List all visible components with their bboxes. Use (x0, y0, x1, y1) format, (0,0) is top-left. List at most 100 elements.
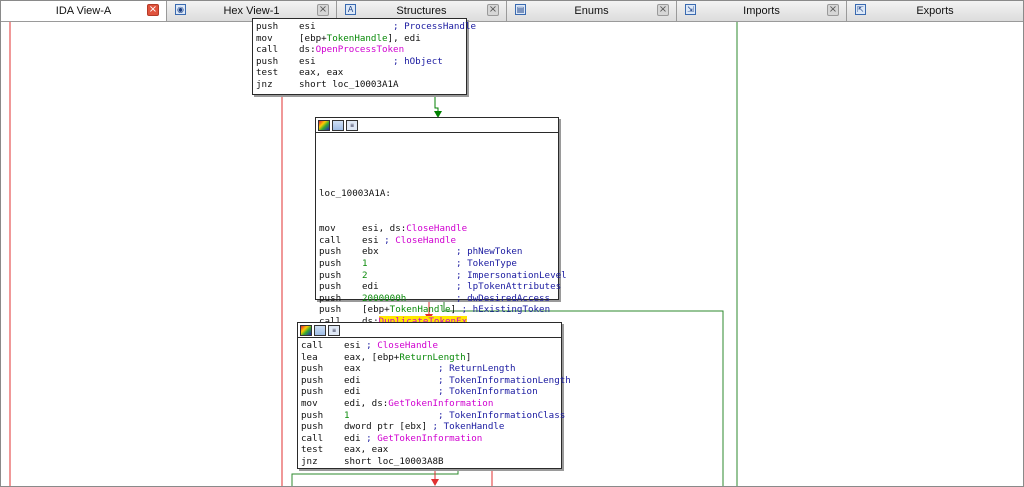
tab-label: Imports (743, 5, 780, 17)
tab-exports[interactable]: ⇱ Exports (847, 1, 1023, 21)
mnemonic: mov (256, 32, 273, 44)
operand: edi (344, 374, 439, 386)
mnemonic: call (301, 432, 324, 444)
api-name[interactable]: OpenProcessToken (315, 44, 405, 56)
close-icon[interactable]: × (657, 4, 669, 16)
operand: esi (299, 21, 394, 32)
api-name[interactable]: DuplicateTokenEx (378, 315, 468, 327)
mnemonic: push (319, 257, 342, 269)
comment: ; (366, 340, 378, 351)
operand: esi, ds: (362, 223, 407, 235)
asm-line[interactable]: push[ebp+TokenHandle] ; hExistingToken (319, 304, 555, 316)
mnemonic: call (256, 44, 279, 56)
close-icon[interactable]: × (147, 4, 159, 16)
mnemonic: push (301, 409, 324, 421)
operand: ] (465, 351, 472, 363)
operand: eax, eax (299, 67, 344, 79)
operand[interactable]: TokenHandle (326, 32, 388, 44)
tab-ida-view-a[interactable]: IDA View-A × (1, 1, 167, 21)
operand: 1 (362, 257, 457, 269)
close-icon[interactable]: × (487, 4, 499, 16)
block-label[interactable]: loc_10003A1A: (319, 188, 391, 200)
mnemonic: call (301, 340, 324, 351)
asm-line[interactable]: mov[ebp+TokenHandle], edi (256, 33, 463, 45)
comment: ; hExistingToken (461, 304, 551, 316)
mnemonic: test (301, 444, 324, 456)
tab-hex-view-1[interactable]: ◉ Hex View-1 × (167, 1, 337, 21)
operand: dword ptr [ebx] (344, 421, 433, 433)
operand: esi (299, 55, 394, 67)
api-name[interactable]: GetTokenInformation (388, 397, 494, 409)
graph-view-icon[interactable] (314, 324, 326, 336)
close-icon[interactable]: × (317, 4, 329, 16)
asm-line[interactable]: push dword ptr [ebx] ; TokenHandle (301, 421, 558, 433)
operand: ds: (362, 316, 379, 327)
tab-label: Hex View-1 (223, 5, 280, 17)
api-name[interactable]: GetTokenInformation (377, 432, 483, 444)
operand: short loc_10003A8B (344, 455, 444, 467)
mnemonic: call (319, 234, 342, 246)
text-view-icon[interactable]: ≡ (328, 324, 340, 336)
graph-view-icon[interactable] (332, 119, 344, 131)
operand[interactable]: ReturnLength (399, 351, 466, 363)
comment: ; TokenHandle (432, 421, 505, 433)
mnemonic: push (256, 55, 279, 67)
tab-structures[interactable]: A Structures × (337, 1, 507, 21)
mnemonic: lea (301, 351, 318, 363)
comment: ; dwDesiredAccess (456, 292, 551, 304)
comment: ; phNewToken (456, 246, 523, 258)
node-color-icon[interactable] (318, 119, 330, 131)
exports-icon: ⇱ (855, 4, 866, 15)
comment: ; ReturnLength (438, 363, 516, 375)
comment: ; (366, 432, 378, 444)
mnemonic: call (319, 316, 362, 328)
operand: 2 (362, 269, 457, 281)
enums-icon: ▤ (515, 4, 526, 15)
tab-imports[interactable]: ⇲ Imports × (677, 1, 847, 21)
close-icon[interactable]: × (827, 4, 839, 16)
tab-enums[interactable]: ▤ Enums × (507, 1, 677, 21)
tab-label: Enums (574, 5, 609, 17)
api-name[interactable]: CloseHandle (406, 223, 468, 235)
operand: edi (362, 281, 457, 293)
node-color-icon[interactable] (300, 324, 312, 336)
edge-bottom-left (291, 467, 459, 486)
mnemonic: push (319, 246, 342, 258)
api-name[interactable]: CloseHandle (395, 234, 457, 246)
text-view-icon[interactable]: ≡ (346, 119, 358, 131)
operand: esi (362, 234, 385, 246)
api-name[interactable]: CloseHandle (377, 340, 439, 351)
operand[interactable]: TokenHandle (389, 304, 451, 316)
operand: short loc_10003A1A (299, 78, 399, 90)
mnemonic: push (301, 421, 324, 433)
